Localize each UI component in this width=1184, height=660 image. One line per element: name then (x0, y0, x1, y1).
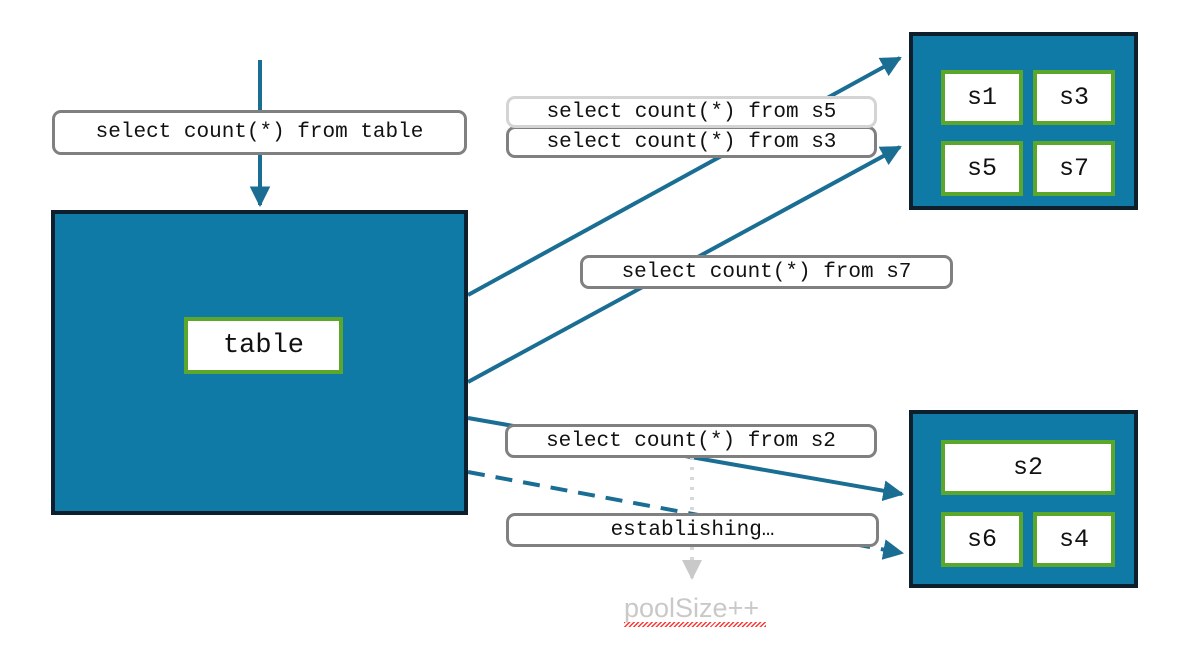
pool-node-s6[interactable]: s6 (941, 512, 1023, 567)
pool-top-container: s1 s3 s5 s7 (909, 32, 1138, 210)
table-container: table (51, 210, 468, 515)
query-label-establishing[interactable]: establishing… (506, 513, 879, 547)
spellcheck-squiggle-icon (624, 622, 766, 627)
table-node[interactable]: table (184, 317, 343, 374)
pool-bottom-container: s2 s6 s4 (909, 410, 1138, 588)
annotation-poolsize: poolSize++ (624, 593, 760, 623)
query-label-s7[interactable]: select count(*) from s7 (580, 255, 953, 289)
pool-node-s5[interactable]: s5 (941, 141, 1023, 196)
pool-node-s4[interactable]: s4 (1033, 512, 1115, 567)
pool-node-s2[interactable]: s2 (941, 440, 1115, 495)
pool-node-s7[interactable]: s7 (1033, 141, 1115, 196)
query-label-s3[interactable]: select count(*) from s3 (506, 126, 877, 158)
pool-node-s3[interactable]: s3 (1033, 70, 1115, 125)
query-label-s2[interactable]: select count(*) from s2 (505, 424, 877, 458)
pool-node-s1[interactable]: s1 (941, 70, 1023, 125)
query-label-s5[interactable]: select count(*) from s5 (506, 96, 877, 128)
query-label-table[interactable]: select count(*) from table (52, 110, 467, 155)
